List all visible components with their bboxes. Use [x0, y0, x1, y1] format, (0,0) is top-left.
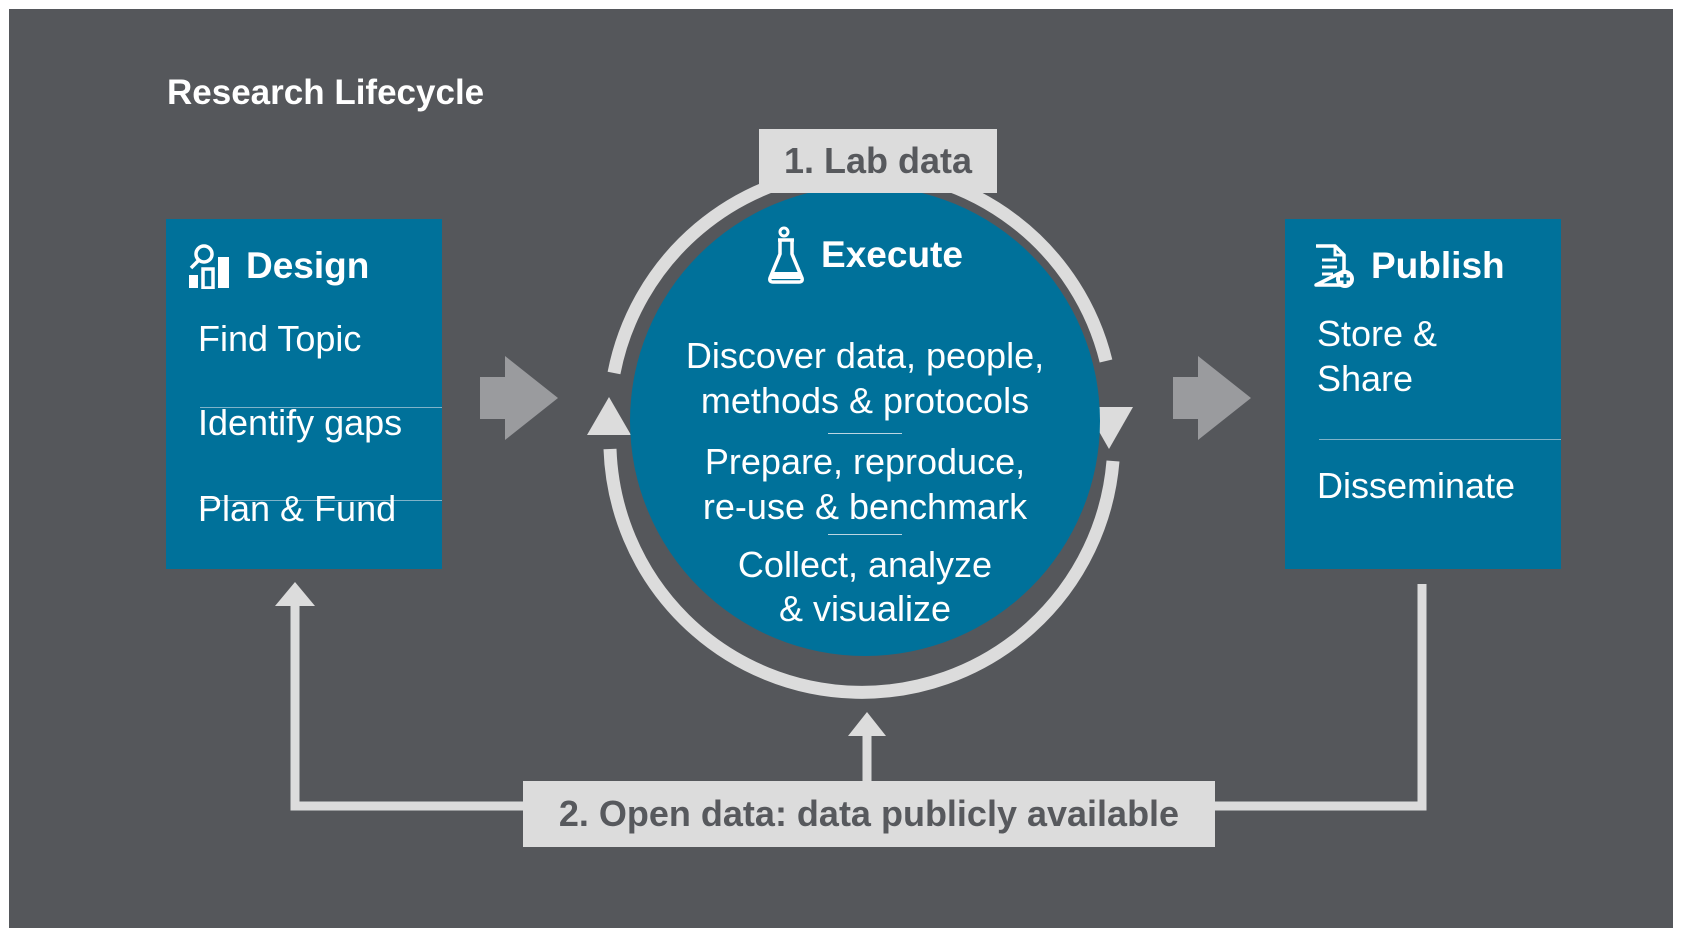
design-heading: Design — [246, 245, 370, 286]
design-item-find-topic: Find Topic — [198, 318, 362, 359]
design-divider-2 — [200, 500, 442, 501]
publish-item-disseminate: Disseminate — [1317, 465, 1516, 506]
execute-circle: Execute Discover data, people, methods &… — [630, 186, 1100, 656]
publish-divider-1 — [1319, 439, 1561, 440]
flask-icon — [768, 226, 804, 284]
cycle-arrowhead-up — [587, 397, 631, 435]
publish-box: Publish Store & Share Disseminate — [1285, 219, 1561, 569]
cycle-arc-bottom — [603, 448, 1120, 699]
execute-feedback-arrowhead — [848, 712, 886, 736]
publish-item-store: Store & — [1317, 313, 1438, 354]
magnifier-bar-chart-icon — [189, 244, 229, 289]
design-header: Design — [188, 243, 369, 289]
open-data-label: 2. Open data: data publicly available — [523, 781, 1215, 847]
lab-data-label: 1. Lab data — [759, 129, 997, 193]
publish-item-share: Share — [1317, 358, 1414, 399]
execute-item-prepare-2: re-use & benchmark — [702, 486, 1028, 527]
execute-to-publish-arrow — [1173, 356, 1251, 440]
publish-feedback-line — [1199, 584, 1427, 811]
execute-item-discover-1: Discover data, people, — [685, 335, 1045, 376]
execute-heading: Execute — [821, 234, 963, 275]
execute-item-prepare-1: Prepare, reproduce, — [704, 441, 1026, 482]
publish-heading: Publish — [1371, 245, 1505, 286]
design-to-execute-arrow — [480, 356, 558, 440]
design-item-identify-gaps: Identify gaps — [198, 402, 403, 443]
design-feedback-arrowhead — [275, 582, 315, 606]
execute-header: Execute — [630, 226, 1100, 284]
slide-title: Research Lifecycle — [167, 73, 485, 112]
execute-item-collect-1: Collect, analyze — [737, 544, 993, 585]
execute-divider-1 — [828, 433, 902, 434]
document-plus-icon — [1314, 244, 1354, 288]
design-divider-1 — [200, 407, 442, 408]
design-box: Design Find Topic Identify gaps Plan & F… — [166, 219, 442, 569]
execute-item-discover-2: methods & protocols — [700, 380, 1030, 421]
research-lifecycle-slide: Research Lifecycle Design Find Topic Ide… — [9, 9, 1673, 928]
design-feedback-line — [290, 602, 539, 811]
execute-item-collect-2: & visualize — [778, 588, 952, 629]
design-item-plan-fund: Plan & Fund — [198, 488, 397, 529]
publish-header: Publish — [1313, 243, 1505, 289]
execute-divider-2 — [828, 534, 902, 535]
